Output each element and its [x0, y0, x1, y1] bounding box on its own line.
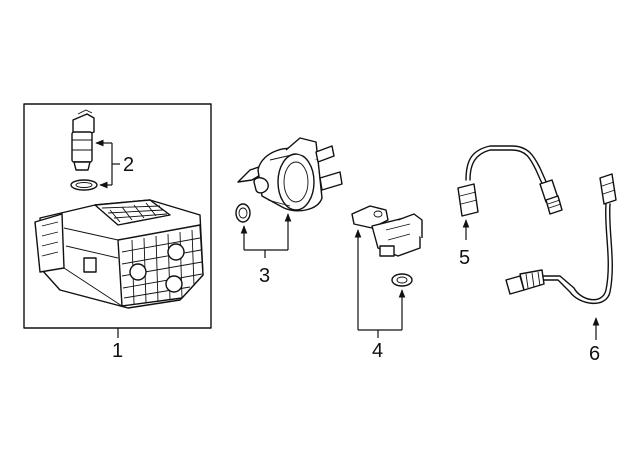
callout-1: 1 — [112, 340, 123, 362]
callout-3-leader — [240, 213, 292, 258]
callout-4-leader — [354, 229, 406, 338]
pressure-sensor[interactable] — [351, 205, 423, 257]
purge-valve-seal[interactable] — [70, 179, 98, 191]
oxygen-sensor-upper[interactable] — [457, 145, 563, 217]
callout-4: 4 — [372, 340, 383, 362]
vent-valve[interactable] — [237, 137, 343, 212]
callout-2: 2 — [123, 154, 134, 176]
oxygen-sensor-lower[interactable] — [505, 173, 617, 304]
evap-canister[interactable] — [34, 199, 204, 309]
callout-5: 5 — [459, 247, 470, 269]
pressure-sensor-seal[interactable] — [391, 273, 413, 287]
callout-6: 6 — [589, 343, 600, 365]
vent-valve-seal[interactable] — [235, 203, 251, 223]
callout-2-leader — [95, 139, 120, 189]
callout-3: 3 — [259, 265, 270, 287]
purge-valve[interactable] — [71, 109, 95, 171]
canister-group — [23, 103, 212, 329]
